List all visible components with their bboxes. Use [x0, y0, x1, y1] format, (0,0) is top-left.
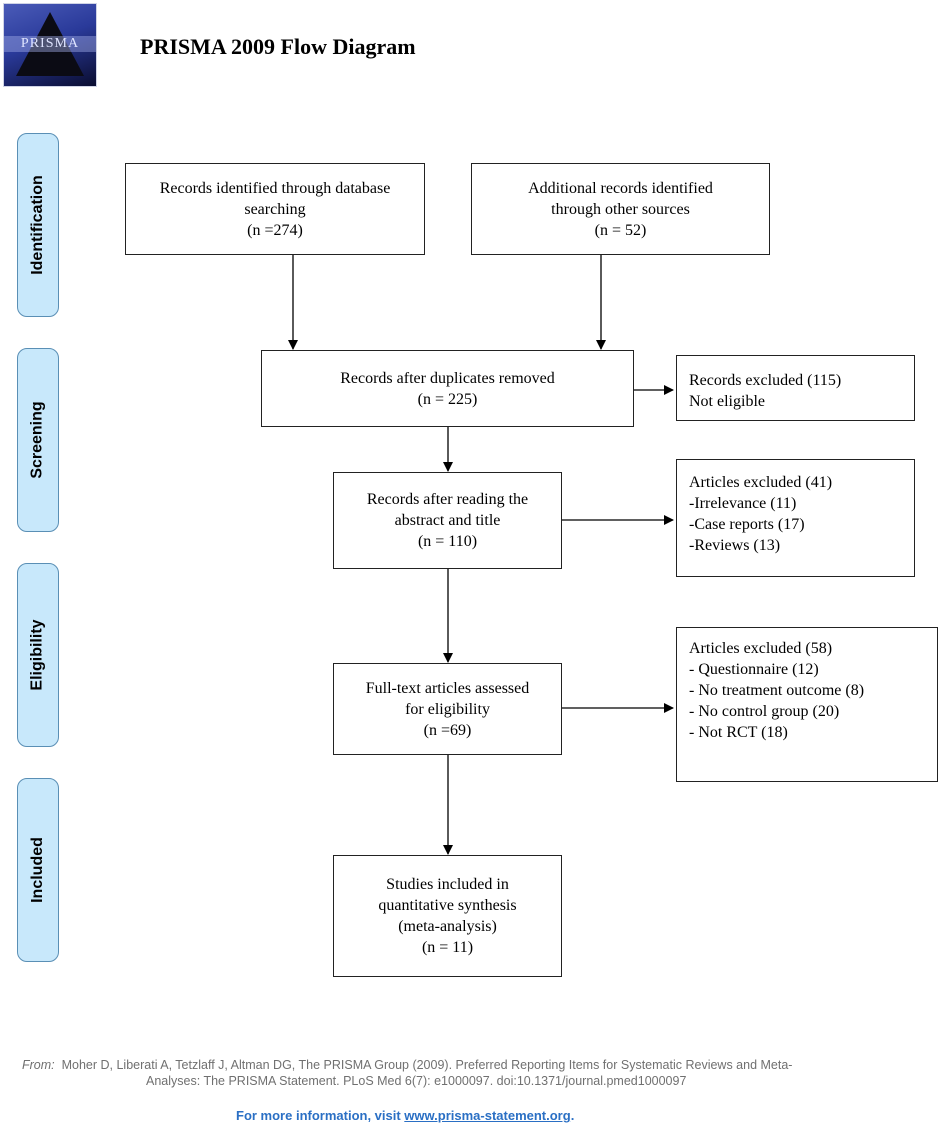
box-other-sources: Additional records identified through ot…: [471, 163, 770, 255]
box-line: abstract and title: [394, 512, 501, 529]
citation-text-2: Analyses: The PRISMA Statement. PLoS Med…: [146, 1074, 687, 1088]
box-line: quantitative synthesis: [378, 897, 517, 914]
box-line: -Case reports (17): [689, 516, 805, 533]
box-line: (n = 225): [417, 390, 478, 408]
box-line: Records excluded (115): [689, 372, 842, 389]
prisma-logo: PRISMA: [3, 3, 97, 87]
citation-text-1: Moher D, Liberati A, Tetzlaff J, Altman …: [61, 1058, 793, 1072]
box-after-duplicates: Records after duplicates removed (n = 22…: [261, 350, 634, 427]
box-line: (meta-analysis): [398, 918, 497, 935]
box-records-excluded: Records excluded (115) Not eligible: [676, 355, 915, 421]
stage-screening: Screening: [17, 348, 59, 532]
box-line: (n = 11): [421, 939, 474, 956]
box-studies-included: Studies included in quantitative synthes…: [333, 855, 562, 977]
box-line: - No control group (20): [689, 703, 840, 720]
stage-eligibility: Eligibility: [17, 563, 59, 747]
logo-text: PRISMA: [4, 36, 96, 52]
box-fulltext-assessed: Full-text articles assessed for eligibil…: [333, 663, 562, 755]
box-line: for eligibility: [405, 700, 490, 718]
box-line: Not eligible: [689, 393, 765, 410]
box-after-abstract: Records after reading the abstract and t…: [333, 472, 562, 569]
logo-triangle-icon: [16, 12, 84, 76]
box-line: Studies included in: [386, 876, 509, 893]
box-line: Additional records identified: [528, 179, 713, 197]
box-line: -Irrelevance (11): [689, 495, 797, 512]
box-line: (n =69): [423, 721, 472, 739]
box-articles-excluded-58: Articles excluded (58) - Questionnaire (…: [676, 627, 938, 782]
box-line: Articles excluded (58): [689, 640, 833, 657]
more-info: For more information, visit www.prisma-s…: [236, 1108, 574, 1123]
stage-identification: Identification: [17, 133, 59, 317]
prisma-website-link[interactable]: www.prisma-statement.org: [404, 1108, 571, 1123]
box-line: Records after reading the: [366, 491, 529, 508]
stage-included: Included: [17, 778, 59, 962]
citation-line-1: From: Moher D, Liberati A, Tetzlaff J, A…: [22, 1057, 922, 1073]
box-line: through other sources: [551, 200, 690, 218]
more-info-text: For more information, visit: [236, 1108, 405, 1123]
page-title: PRISMA 2009 Flow Diagram: [140, 34, 416, 59]
box-line: Records identified through database: [159, 179, 391, 197]
box-line: Full-text articles assessed: [365, 679, 530, 697]
box-database-records: Records identified through database sear…: [125, 163, 425, 255]
box-line: searching: [244, 200, 306, 218]
box-line: Articles excluded (41): [689, 474, 833, 491]
box-line: - Questionnaire (12): [689, 661, 819, 678]
box-line: (n = 52): [594, 221, 647, 239]
box-line: - No treatment outcome (8): [689, 682, 865, 699]
box-line: -Reviews (13): [689, 537, 781, 554]
citation: From: Moher D, Liberati A, Tetzlaff J, A…: [22, 1057, 922, 1089]
box-line: (n =274): [247, 221, 303, 239]
box-line: (n = 110): [417, 533, 478, 550]
more-info-period: .: [570, 1108, 575, 1123]
box-articles-excluded-41: Articles excluded (41) -Irrelevance (11)…: [676, 459, 915, 577]
box-line: Records after duplicates removed: [340, 369, 555, 387]
citation-from-label: From:: [22, 1058, 55, 1072]
box-line: - Not RCT (18): [689, 724, 788, 741]
